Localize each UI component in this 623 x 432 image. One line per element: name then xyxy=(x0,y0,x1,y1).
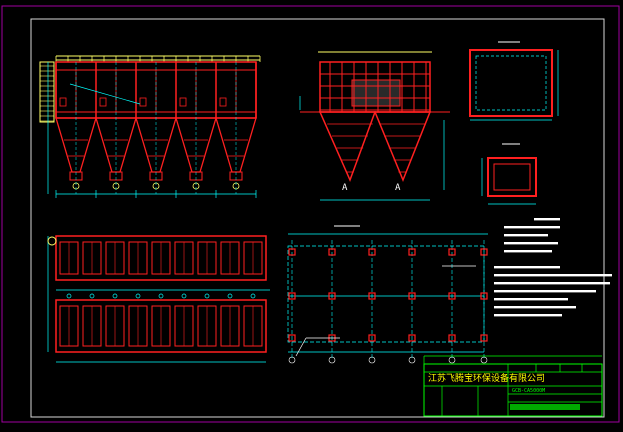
plan-axis-bubble xyxy=(181,293,187,299)
side-inlet xyxy=(351,79,401,107)
foundation-pier xyxy=(408,292,416,300)
plan-row-upper xyxy=(55,235,267,281)
note-line xyxy=(494,314,562,317)
plan-view xyxy=(47,235,270,363)
hoppers xyxy=(55,62,257,194)
note-line xyxy=(534,218,560,221)
foundation-pier xyxy=(448,248,456,256)
title-block xyxy=(423,355,603,417)
ladder-rungs xyxy=(40,65,54,122)
plan-marker xyxy=(47,236,57,246)
section-label-a: A xyxy=(342,183,348,193)
foundation-pier xyxy=(328,292,336,300)
section-frame-inner xyxy=(493,163,531,191)
note-line xyxy=(494,290,596,293)
outer-frame xyxy=(1,5,620,423)
inner-border xyxy=(30,18,605,418)
foundation-pier xyxy=(368,292,376,300)
detail-section-view xyxy=(481,143,537,205)
casing-door xyxy=(59,97,67,107)
foundation-pier xyxy=(448,334,456,342)
handrail-posts xyxy=(55,56,261,62)
detail-frame-outer xyxy=(469,49,553,117)
side-elevation-view: A A xyxy=(299,51,450,201)
plan-bag-cells xyxy=(59,241,263,347)
casing-door xyxy=(139,97,147,107)
plan-axis-bubble xyxy=(89,293,95,299)
foundation-pier xyxy=(368,334,376,342)
foundation-plan-view xyxy=(287,225,488,364)
detail-frame-inner xyxy=(475,55,547,111)
foundation-pier xyxy=(480,292,488,300)
plan-axis-bubble xyxy=(112,293,118,299)
note-line xyxy=(504,234,548,237)
foundation-bubble xyxy=(408,356,416,364)
dimension-ticks xyxy=(55,190,257,198)
plan-axis-bubble xyxy=(158,293,164,299)
casing-door xyxy=(179,97,187,107)
foundation-pier xyxy=(448,292,456,300)
plan-row-lower xyxy=(55,299,267,353)
plan-axis-bubble xyxy=(204,293,210,299)
casing-door xyxy=(219,97,227,107)
note-line xyxy=(494,282,610,285)
note-line xyxy=(494,266,560,269)
foundation-bubble xyxy=(448,356,456,364)
foundation-pier xyxy=(408,248,416,256)
company-name: 江苏飞腾宝环保设备有限公司 xyxy=(428,374,546,384)
foundation-bubble xyxy=(368,356,376,364)
access-ladder xyxy=(39,61,55,123)
foundation-pier xyxy=(288,248,296,256)
foundation-pier xyxy=(480,248,488,256)
note-line xyxy=(504,250,552,253)
foundation-pier xyxy=(480,334,488,342)
side-hopper-left xyxy=(318,111,377,183)
foundation-pier xyxy=(408,334,416,342)
title-block-frame xyxy=(423,363,603,417)
side-hopper-right xyxy=(373,111,432,183)
note-line xyxy=(504,226,560,229)
note-line xyxy=(494,306,576,309)
duct-diagonal xyxy=(69,83,141,105)
casing-door xyxy=(99,97,107,107)
plan-axis-bubble xyxy=(66,293,72,299)
detail-plan-view xyxy=(469,41,559,121)
foundation-bubble xyxy=(288,356,296,364)
side-grid xyxy=(320,62,430,173)
foundation-leader xyxy=(295,337,307,357)
foundation-columns xyxy=(288,240,488,364)
note-line xyxy=(494,274,612,277)
technical-notes xyxy=(494,218,612,317)
plan-axis-bubble xyxy=(250,293,256,299)
foundation-bubble xyxy=(328,356,336,364)
foundation-bubble xyxy=(480,356,488,364)
foundation-pier xyxy=(328,248,336,256)
tb-fill-bar xyxy=(510,404,580,410)
note-line xyxy=(494,298,568,301)
drawing-number: GCB-CA5000M xyxy=(512,388,546,394)
plan-axis-bubble xyxy=(135,293,141,299)
front-elevation-view xyxy=(39,55,261,198)
plan-axis-bubble xyxy=(227,293,233,299)
foundation-pier xyxy=(368,248,376,256)
foundation-pier xyxy=(288,292,296,300)
foundation-pier xyxy=(288,334,296,342)
note-line xyxy=(504,242,558,245)
section-frame-outer xyxy=(487,157,537,197)
section-label-a2: A xyxy=(395,183,401,193)
